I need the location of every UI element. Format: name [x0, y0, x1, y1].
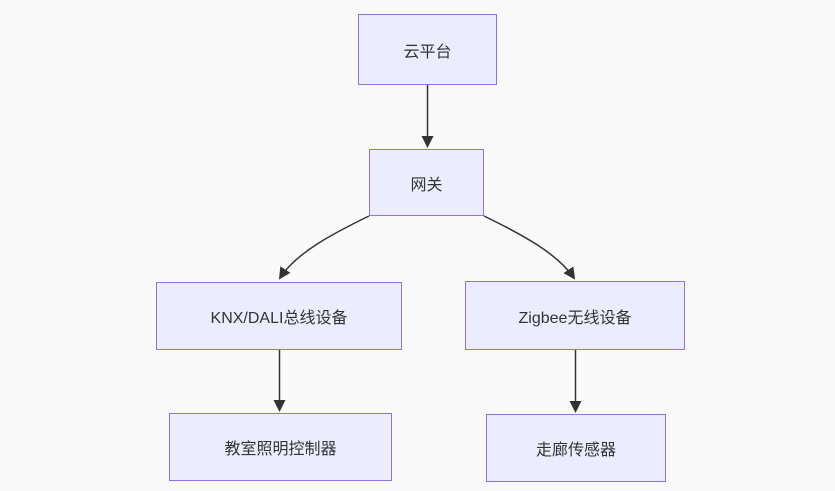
node-cloud-platform: 云平台 [358, 14, 497, 85]
edge-gateway-knx [278, 215, 370, 280]
node-knx-dali-bus-devices: KNX/DALI总线设备 [156, 282, 402, 350]
node-classroom-lighting-controller: 教室照明控制器 [169, 413, 392, 481]
node-label: 教室照明控制器 [224, 441, 337, 458]
node-label: 网关 [410, 176, 443, 194]
node-label: KNX/DALI总线设备 [210, 310, 348, 327]
node-corridor-sensor: 走廊传感器 [486, 414, 666, 482]
node-label: 云平台 [403, 43, 452, 61]
node-label: Zigbee无线设备 [518, 309, 632, 327]
node-gateway: 网关 [369, 149, 484, 216]
node-zigbee-wireless-devices: Zigbee无线设备 [465, 281, 685, 350]
node-label: 走廊传感器 [535, 442, 616, 459]
edge-gateway-zigbee [483, 215, 576, 280]
